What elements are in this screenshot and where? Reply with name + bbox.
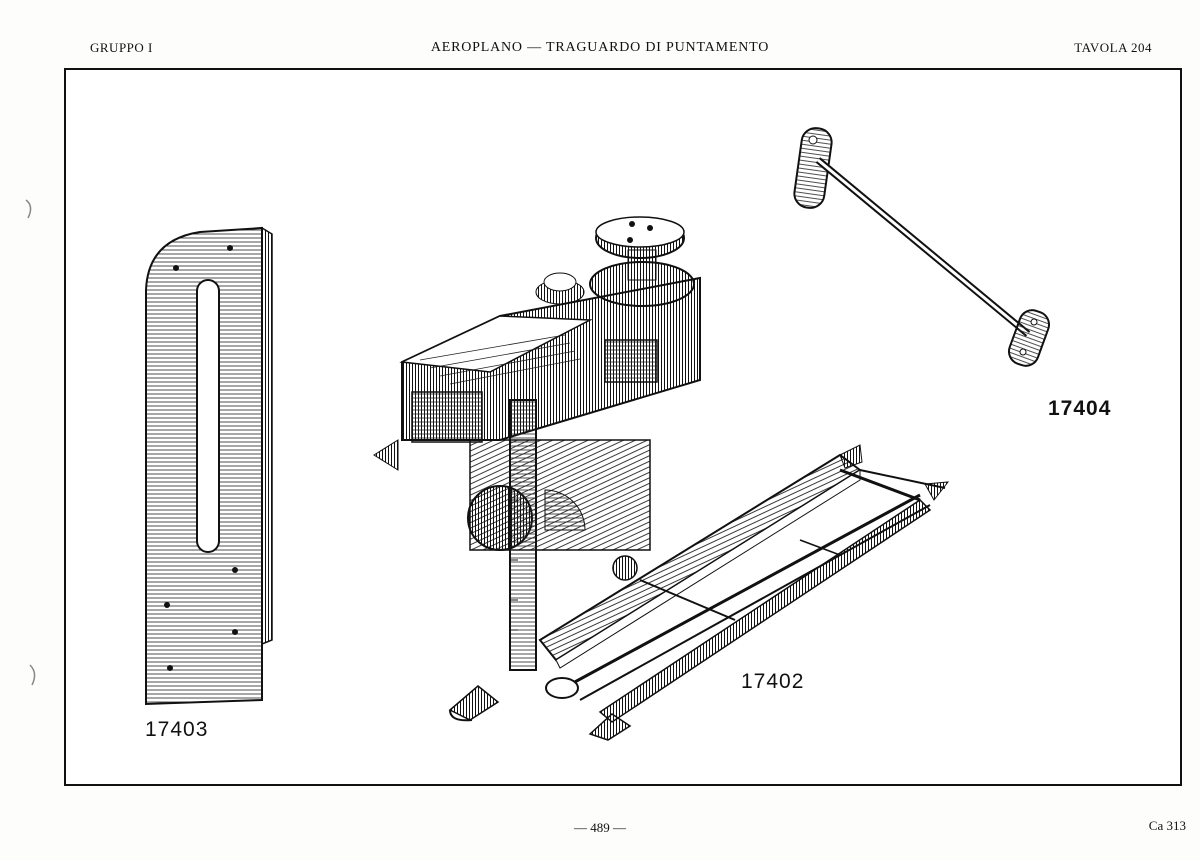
part-number-17404: 17404 (1048, 397, 1112, 420)
plate-bracket-drawing (145, 226, 273, 706)
header-title: AEROPLANO — TRAGUARDO DI PUNTAMENTO (430, 40, 770, 55)
binder-mark-bottom (29, 664, 36, 686)
document-code: Ca 313 (1148, 818, 1186, 833)
part-number-17403: 17403 (145, 718, 209, 741)
rod-drawing (793, 127, 1051, 367)
part-number-17402: 17402 (741, 670, 805, 693)
header-group: GRUPPO I (90, 40, 153, 55)
sight-assembly-drawing (373, 216, 950, 741)
binder-mark-top (25, 199, 32, 219)
header-plate-number: TAVOLA 204 (1074, 40, 1152, 55)
page-number: — 489 — (574, 820, 626, 835)
